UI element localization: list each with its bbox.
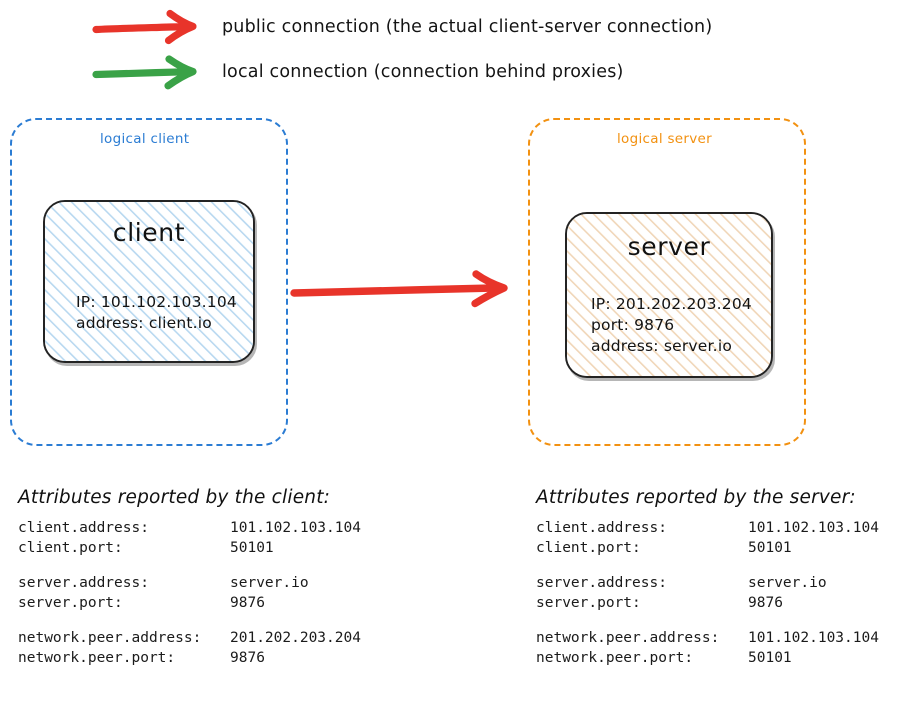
table-row: client.address: 101.102.103.104 xyxy=(536,518,900,538)
table-row: network.peer.port: 9876 xyxy=(18,648,418,668)
table-row: server.port: 9876 xyxy=(18,593,418,613)
attribute-value: server.io xyxy=(748,575,827,591)
legend-label-public: public connection (the actual client-ser… xyxy=(222,17,713,37)
attribute-value: 9876 xyxy=(230,650,265,666)
client-node-details: IP: 101.102.103.104 address: client.io xyxy=(76,292,237,334)
legend-label-local: local connection (connection behind prox… xyxy=(222,62,624,82)
server-attributes-block: Attributes reported by the server: clien… xyxy=(536,487,900,683)
table-row: server.port: 9876 xyxy=(536,593,900,613)
attribute-key: network.peer.address: xyxy=(18,630,202,646)
client-hatch-pattern xyxy=(45,202,253,361)
attribute-value: 9876 xyxy=(748,595,783,611)
table-row: client.port: 50101 xyxy=(536,538,900,558)
client-node-title: client xyxy=(112,218,186,247)
attribute-value: 101.102.103.104 xyxy=(748,630,879,646)
attribute-key: client.port: xyxy=(18,540,123,556)
public-connection-arrow xyxy=(290,270,508,308)
attribute-group: network.peer.address: 101.102.103.104 ne… xyxy=(536,628,900,668)
attribute-key: network.peer.address: xyxy=(536,630,720,646)
legend: public connection (the actual client-ser… xyxy=(0,0,900,110)
logical-client-container xyxy=(10,118,288,446)
logical-server-container xyxy=(528,118,806,446)
client-node-line: address: client.io xyxy=(76,314,212,332)
server-node-line: address: server.io xyxy=(591,337,733,355)
client-node[interactable]: client IP: 101.102.103.104 address: clie… xyxy=(43,200,255,363)
client-node-line: IP: 101.102.103.104 xyxy=(76,293,237,311)
attribute-value: 50101 xyxy=(748,650,792,666)
client-attributes-heading: Attributes reported by the client: xyxy=(18,487,331,508)
table-row: client.address: 101.102.103.104 xyxy=(18,518,418,538)
server-node-line: IP: 201.202.203.204 xyxy=(591,295,752,313)
attribute-value: 9876 xyxy=(230,595,265,611)
attribute-key: server.address: xyxy=(18,575,149,591)
client-attributes-block: Attributes reported by the client: clien… xyxy=(18,487,418,683)
server-node-details: IP: 201.202.203.204 port: 9876 address: … xyxy=(591,294,752,357)
table-row: server.address: server.io xyxy=(18,573,418,593)
attribute-group: network.peer.address: 201.202.203.204 ne… xyxy=(18,628,418,668)
table-row: client.port: 50101 xyxy=(18,538,418,558)
attribute-key: server.port: xyxy=(536,595,641,611)
table-row: network.peer.address: 201.202.203.204 xyxy=(18,628,418,648)
table-row: network.peer.port: 50101 xyxy=(536,648,900,668)
legend-item-local: local connection (connection behind prox… xyxy=(0,53,900,93)
attribute-key: network.peer.port: xyxy=(536,650,694,666)
green-arrow-icon xyxy=(92,55,197,90)
attribute-group: server.address: server.io server.port: 9… xyxy=(18,573,418,613)
attribute-value: 201.202.203.204 xyxy=(230,630,361,646)
server-node[interactable]: server IP: 201.202.203.204 port: 9876 ad… xyxy=(565,212,773,378)
attribute-key: network.peer.port: xyxy=(18,650,176,666)
legend-item-public: public connection (the actual client-ser… xyxy=(0,8,900,48)
table-row: server.address: server.io xyxy=(536,573,900,593)
table-row: network.peer.address: 101.102.103.104 xyxy=(536,628,900,648)
attribute-value: 101.102.103.104 xyxy=(230,520,361,536)
attribute-value: 50101 xyxy=(748,540,792,556)
attribute-key: client.address: xyxy=(18,520,149,536)
attribute-group: client.address: 101.102.103.104 client.p… xyxy=(536,518,900,558)
logical-client-label: logical client xyxy=(100,131,190,147)
server-hatch-pattern xyxy=(567,214,771,376)
attribute-value: 50101 xyxy=(230,540,274,556)
server-node-line: port: 9876 xyxy=(591,316,675,334)
server-node-title: server xyxy=(627,232,711,261)
server-attributes-heading: Attributes reported by the server: xyxy=(536,487,856,508)
attribute-value: server.io xyxy=(230,575,309,591)
attribute-key: client.address: xyxy=(536,520,667,536)
attribute-group: client.address: 101.102.103.104 client.p… xyxy=(18,518,418,558)
attribute-key: client.port: xyxy=(536,540,641,556)
attribute-key: server.address: xyxy=(536,575,667,591)
red-arrow-icon xyxy=(92,9,197,45)
attribute-group: server.address: server.io server.port: 9… xyxy=(536,573,900,613)
attribute-value: 101.102.103.104 xyxy=(748,520,879,536)
logical-server-label: logical server xyxy=(617,131,713,147)
attribute-key: server.port: xyxy=(18,595,123,611)
